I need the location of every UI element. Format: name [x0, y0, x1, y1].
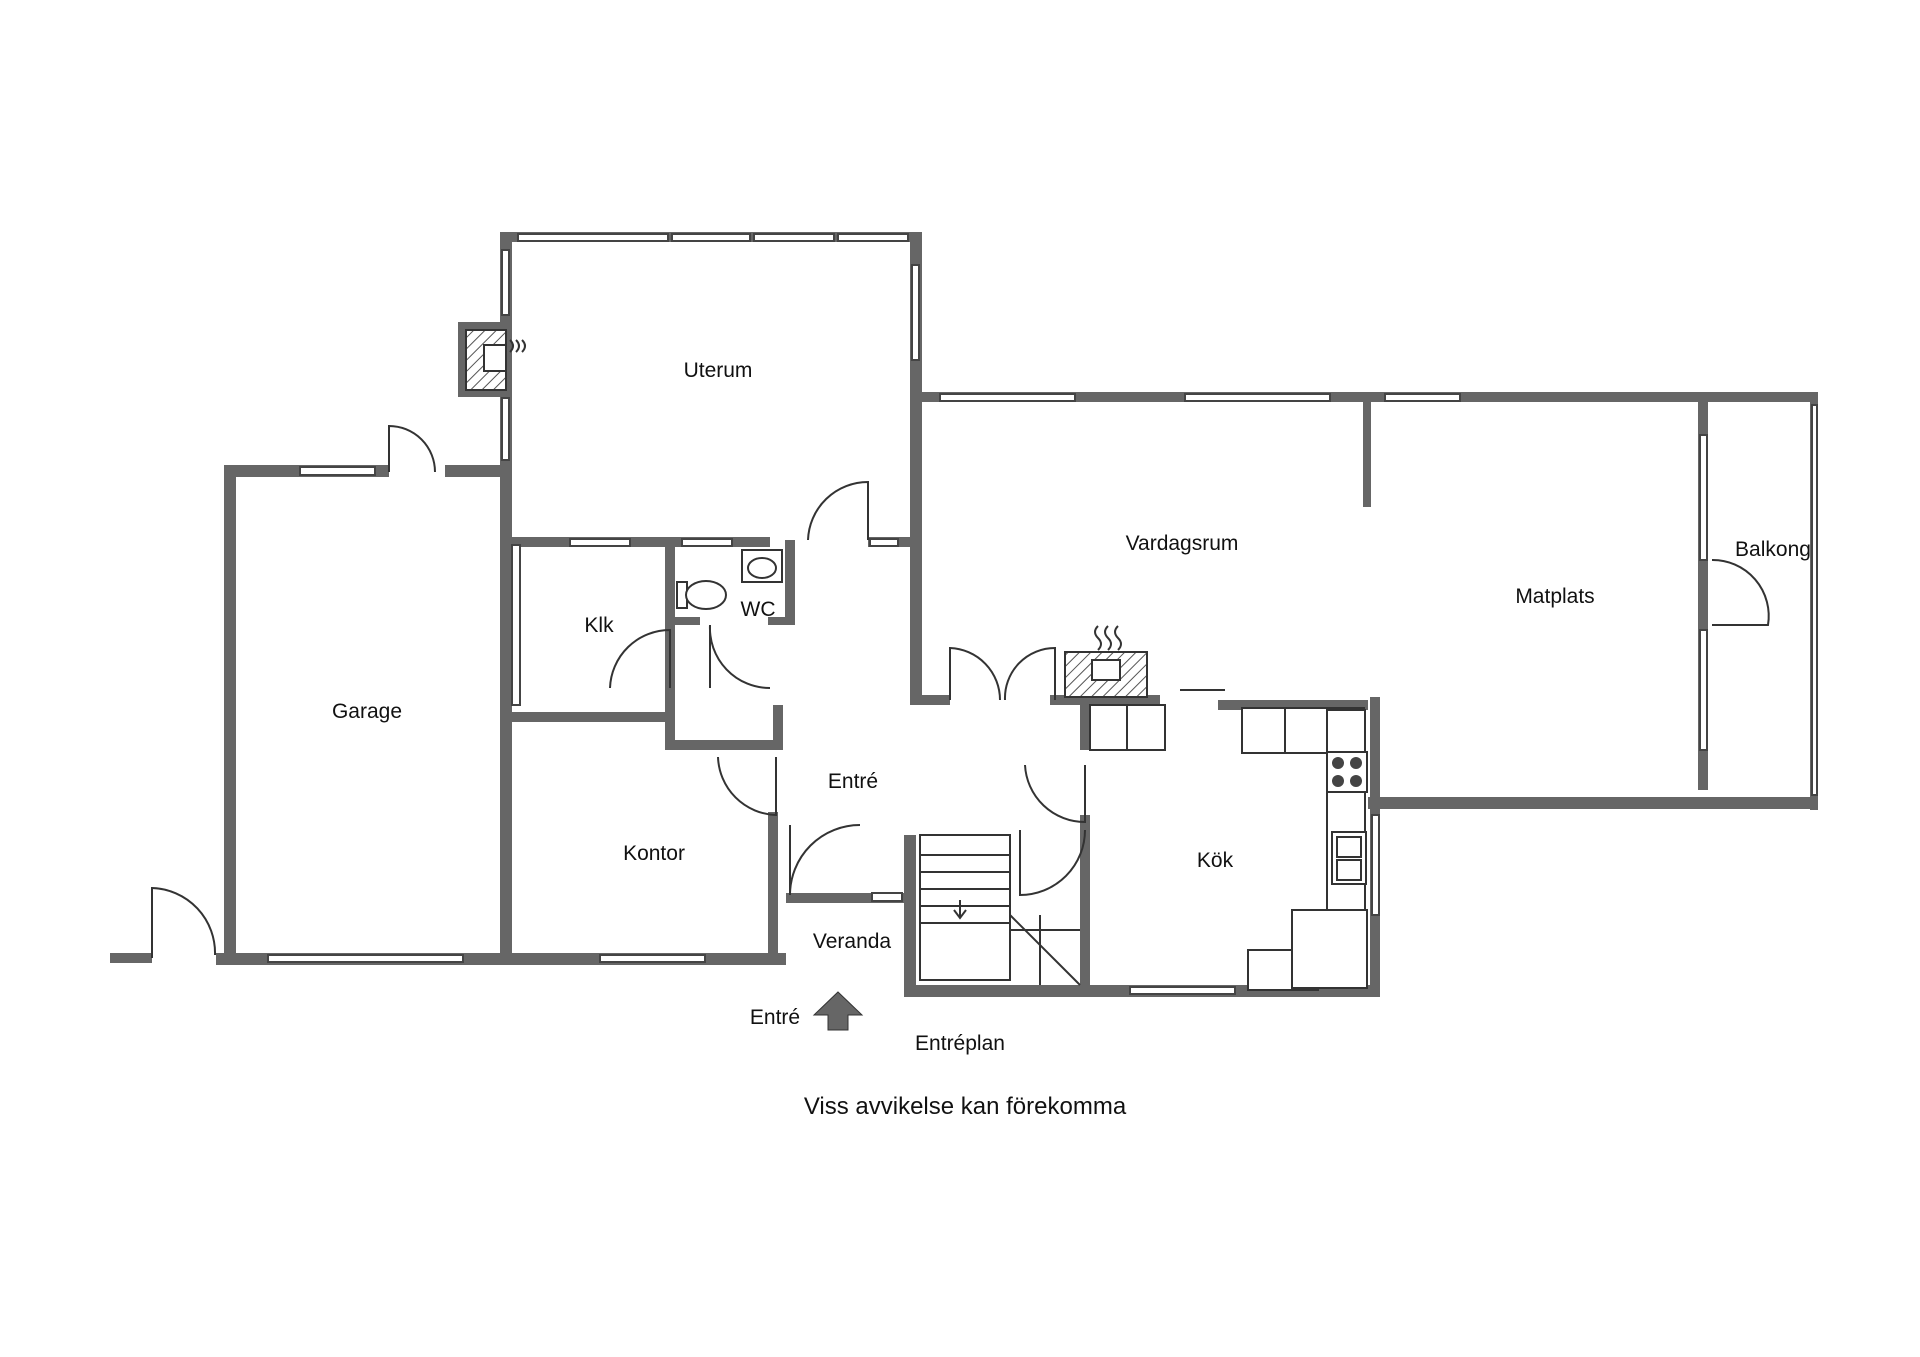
window [1384, 393, 1461, 402]
washbasin-icon [741, 549, 783, 583]
wall [1368, 797, 1818, 809]
window [871, 892, 903, 902]
wall [500, 465, 512, 965]
floor-title: Entréplan [915, 1032, 1005, 1055]
fireplace-icon [1064, 625, 1148, 698]
wall [785, 540, 795, 620]
counter [1291, 909, 1368, 989]
wall [773, 705, 783, 750]
entrance-label: Entré [750, 1006, 800, 1029]
fireplace-icon [458, 322, 526, 397]
wall [1363, 392, 1371, 507]
room-label-entre: Entré [828, 770, 878, 793]
room-label-wc: WC [741, 598, 776, 621]
door[interactable] [949, 646, 1001, 701]
door[interactable] [1019, 829, 1086, 897]
garage-door [267, 954, 464, 963]
wall [675, 617, 700, 625]
door[interactable] [807, 480, 869, 541]
toilet-icon [676, 580, 727, 610]
wall [1218, 700, 1368, 710]
window [939, 393, 1076, 402]
door[interactable] [388, 424, 436, 473]
wall [445, 465, 512, 477]
window [753, 233, 835, 242]
window [501, 397, 510, 461]
window [569, 538, 631, 547]
window [911, 264, 920, 361]
sink-icon [1331, 831, 1367, 885]
window [671, 233, 751, 242]
door[interactable] [151, 886, 217, 958]
room-label-vardagsrum: Vardagsrum [1126, 532, 1239, 555]
room-label-veranda: Veranda [813, 930, 892, 953]
room-label-klk: Klk [584, 614, 614, 637]
wall [665, 740, 783, 750]
window [869, 538, 899, 547]
wall [510, 712, 670, 722]
stove-icon [1326, 751, 1368, 793]
window [1699, 629, 1708, 751]
doors[interactable] [151, 424, 1770, 958]
door[interactable] [717, 756, 777, 817]
room-label-kontor: Kontor [623, 842, 685, 865]
wall [224, 465, 236, 965]
window [1129, 986, 1236, 995]
room-label-matplats: Matplats [1515, 585, 1594, 608]
wall [500, 537, 770, 547]
wall [1080, 815, 1090, 997]
wall [768, 617, 795, 625]
door[interactable] [1003, 646, 1056, 701]
disclaimer: Viss avvikelse kan förekomma [804, 1093, 1127, 1120]
entrance-arrow-icon [812, 991, 864, 1031]
room-label-kok: Kök [1197, 849, 1234, 872]
window [1371, 814, 1380, 916]
room-label-balkong: Balkong [1735, 538, 1811, 561]
room-label-uterum: Uterum [684, 359, 753, 382]
wall [786, 893, 906, 903]
room-label-garage: Garage [332, 700, 402, 723]
staircase-icon [919, 834, 1081, 986]
wall [110, 953, 152, 963]
door[interactable] [1711, 558, 1770, 626]
window [299, 466, 376, 476]
fixtures [458, 322, 1368, 991]
wall [1050, 695, 1160, 705]
door[interactable] [609, 628, 671, 689]
wall [910, 695, 950, 705]
window [511, 544, 521, 706]
window [837, 233, 909, 242]
door[interactable] [789, 824, 861, 896]
window [517, 233, 669, 242]
wall [1698, 392, 1708, 790]
wall [1080, 695, 1090, 750]
wall [768, 812, 778, 957]
windows [267, 233, 1818, 995]
window [501, 249, 510, 316]
wall [904, 835, 916, 997]
door[interactable] [1024, 764, 1086, 824]
window [1699, 434, 1708, 561]
window [1184, 393, 1331, 402]
window [1811, 404, 1818, 796]
window [681, 538, 733, 547]
door[interactable] [708, 624, 771, 690]
window [599, 954, 706, 963]
